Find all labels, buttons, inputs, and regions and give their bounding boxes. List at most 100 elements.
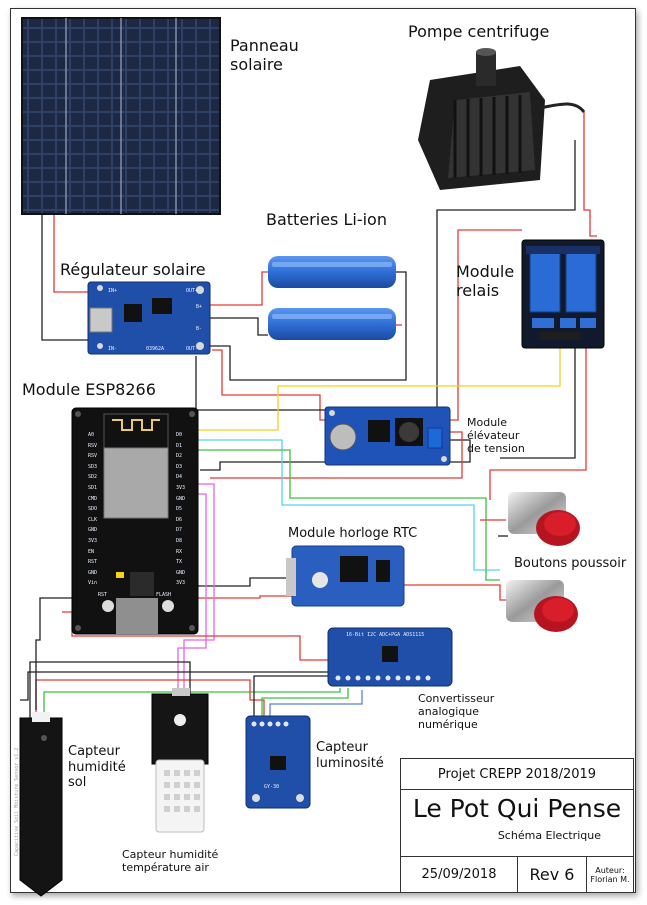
esp-right-pin-label: 3V3 — [176, 580, 186, 587]
wire-panel-red — [53, 214, 92, 293]
soil-sensor-silk: Capacitive Soil Moisture Sensor v1.2 — [14, 747, 20, 856]
esp-left-pin-label: SD2 — [88, 474, 98, 481]
esp-left-pin-label: RST — [88, 559, 98, 566]
adc-label-line1: Convertisseur — [418, 692, 495, 705]
soil-sensor-board — [19, 712, 63, 897]
solar-panel-label-line1: Panneau — [230, 36, 299, 55]
batteries-label: Batteries Li-ion — [266, 210, 387, 229]
push-buttons-image — [506, 492, 580, 632]
esp-left-pin-label: Vin — [88, 580, 98, 587]
wire-pump-black — [436, 140, 576, 462]
wire-esp-magenta — [183, 483, 215, 692]
esp-left-pin-label: SD1 — [88, 485, 98, 491]
regulator-label: Régulateur solaire — [60, 260, 206, 279]
wire-reg-boost-black — [195, 356, 325, 411]
esp-right-pin-label: 3V3 — [176, 485, 186, 491]
esp-rst-button-label: RST — [98, 592, 108, 598]
reg-b-minus-label: B- — [196, 326, 203, 332]
esp-right-pin-label: GND — [176, 569, 186, 576]
esp-right-pin-label: D7 — [176, 527, 183, 534]
esp-right-pin-label: D3 — [176, 463, 183, 470]
soil-sensor-label: Capteur humidité sol — [68, 744, 126, 791]
air-sensor-label-line1: Capteur humidité — [122, 848, 219, 861]
wire-light-green — [261, 688, 349, 716]
pump-label: Pompe centrifuge — [408, 22, 550, 41]
wire-rtc-right — [404, 584, 512, 601]
pump-image — [418, 48, 586, 190]
adc-silk: 16-Bit I2C ADC+PGA ADS1115 — [346, 632, 425, 638]
project-cell: Projet CREPP 2018/2019 — [400, 758, 634, 790]
wire-relay-black — [500, 345, 576, 459]
esp-left-pin-label: RSV — [88, 442, 98, 449]
wire-batt-bridge — [210, 271, 407, 381]
light-sensor-board — [245, 715, 311, 809]
wire-light-blue — [269, 690, 363, 716]
relay-label-line1: Module — [456, 262, 515, 281]
boost-label: Module élévateur de tension — [467, 416, 525, 456]
wire-esp-cyan — [198, 439, 500, 571]
esp-right-pin-label: D4 — [176, 474, 183, 481]
relay-board — [521, 239, 605, 349]
air-sensor-label: Capteur humidité température air — [122, 848, 218, 874]
wire-reg-boost-red — [212, 349, 325, 421]
regulator-board — [87, 281, 211, 355]
air-sensor-label-line2: température air — [122, 861, 209, 875]
drawing-title: Le Pot Qui Pense — [412, 794, 622, 823]
esp-right-pin-label: D2 — [176, 453, 183, 460]
esp-left-pin-label: CLK — [88, 516, 98, 523]
esp-left-pin-label: SDO — [88, 506, 98, 513]
wire-soil-black — [29, 661, 191, 718]
reg-b-plus-label: B+ — [196, 304, 203, 310]
reg-in-minus-label: IN- — [108, 346, 118, 352]
wire-light-black — [253, 675, 328, 716]
wire-soil-red — [35, 679, 265, 718]
esp-right-pin-label: D0 — [176, 432, 183, 438]
adc-label-line3: numérique — [418, 718, 478, 732]
wires — [20, 112, 597, 718]
wire-relay-yellow — [198, 345, 561, 431]
adc-label-line2: analogique — [418, 705, 479, 719]
wire-panel-black — [41, 214, 88, 341]
boost-label-line1: Module — [467, 416, 507, 429]
reg-code-label: 03962A — [146, 346, 165, 352]
revision-cell: Rev 6 — [517, 856, 587, 893]
esp-left-pin-label: 3V3 — [88, 538, 98, 544]
solar-panel-label-line2: solaire — [230, 55, 283, 75]
wire-esp-rtc-red — [198, 595, 292, 599]
esp-label: Module ESP8266 — [22, 380, 156, 399]
wire-boost-relay-red — [450, 229, 522, 421]
batteries-image — [268, 256, 396, 340]
reg-out-minus-label: OUT- — [186, 346, 199, 352]
date-cell: 25/09/2018 — [400, 856, 518, 893]
wire-boost-red-esp — [210, 431, 463, 479]
esp-right-pin-label: GND — [176, 495, 186, 502]
soil-sensor-label-line1: Capteur — [68, 744, 120, 759]
boost-board — [324, 406, 451, 466]
esp8266-board — [71, 407, 199, 635]
esp-left-pin-label: RSV — [88, 453, 98, 460]
light-sensor-silk: GY-30 — [264, 784, 280, 790]
wire-reg-batt-red — [210, 271, 268, 306]
esp-right-pin-label: D8 — [176, 538, 183, 544]
esp-right-pin-label: TX — [176, 559, 183, 566]
adc-board — [327, 627, 453, 687]
esp-left-pin-label: CMD — [88, 495, 98, 502]
adc-label: Convertisseur analogique numérique — [418, 692, 494, 732]
light-sensor-label-line1: Capteur — [316, 740, 368, 755]
wire-esp-magenta2 — [177, 493, 207, 692]
wire-adc-black — [20, 671, 328, 701]
esp-right-pin-label: RX — [176, 548, 183, 555]
wire-reg-batt-black — [210, 317, 268, 336]
solar-panel-label: Panneau solaire — [230, 36, 299, 74]
relay-label: Module relais — [456, 262, 514, 300]
wire-esp-green — [198, 449, 500, 581]
wire-esp-vin-black — [35, 597, 72, 710]
boost-label-line3: de tension — [467, 442, 525, 456]
drawing-subtitle: Schéma Electrique — [497, 829, 601, 842]
esp-right-pin-label: D5 — [176, 506, 183, 513]
wire-pump-red — [583, 112, 597, 237]
esp-left-pin-label: SD3 — [88, 463, 98, 470]
wire-adc-red — [62, 611, 328, 661]
esp-right-pin-label: D6 — [176, 516, 183, 523]
